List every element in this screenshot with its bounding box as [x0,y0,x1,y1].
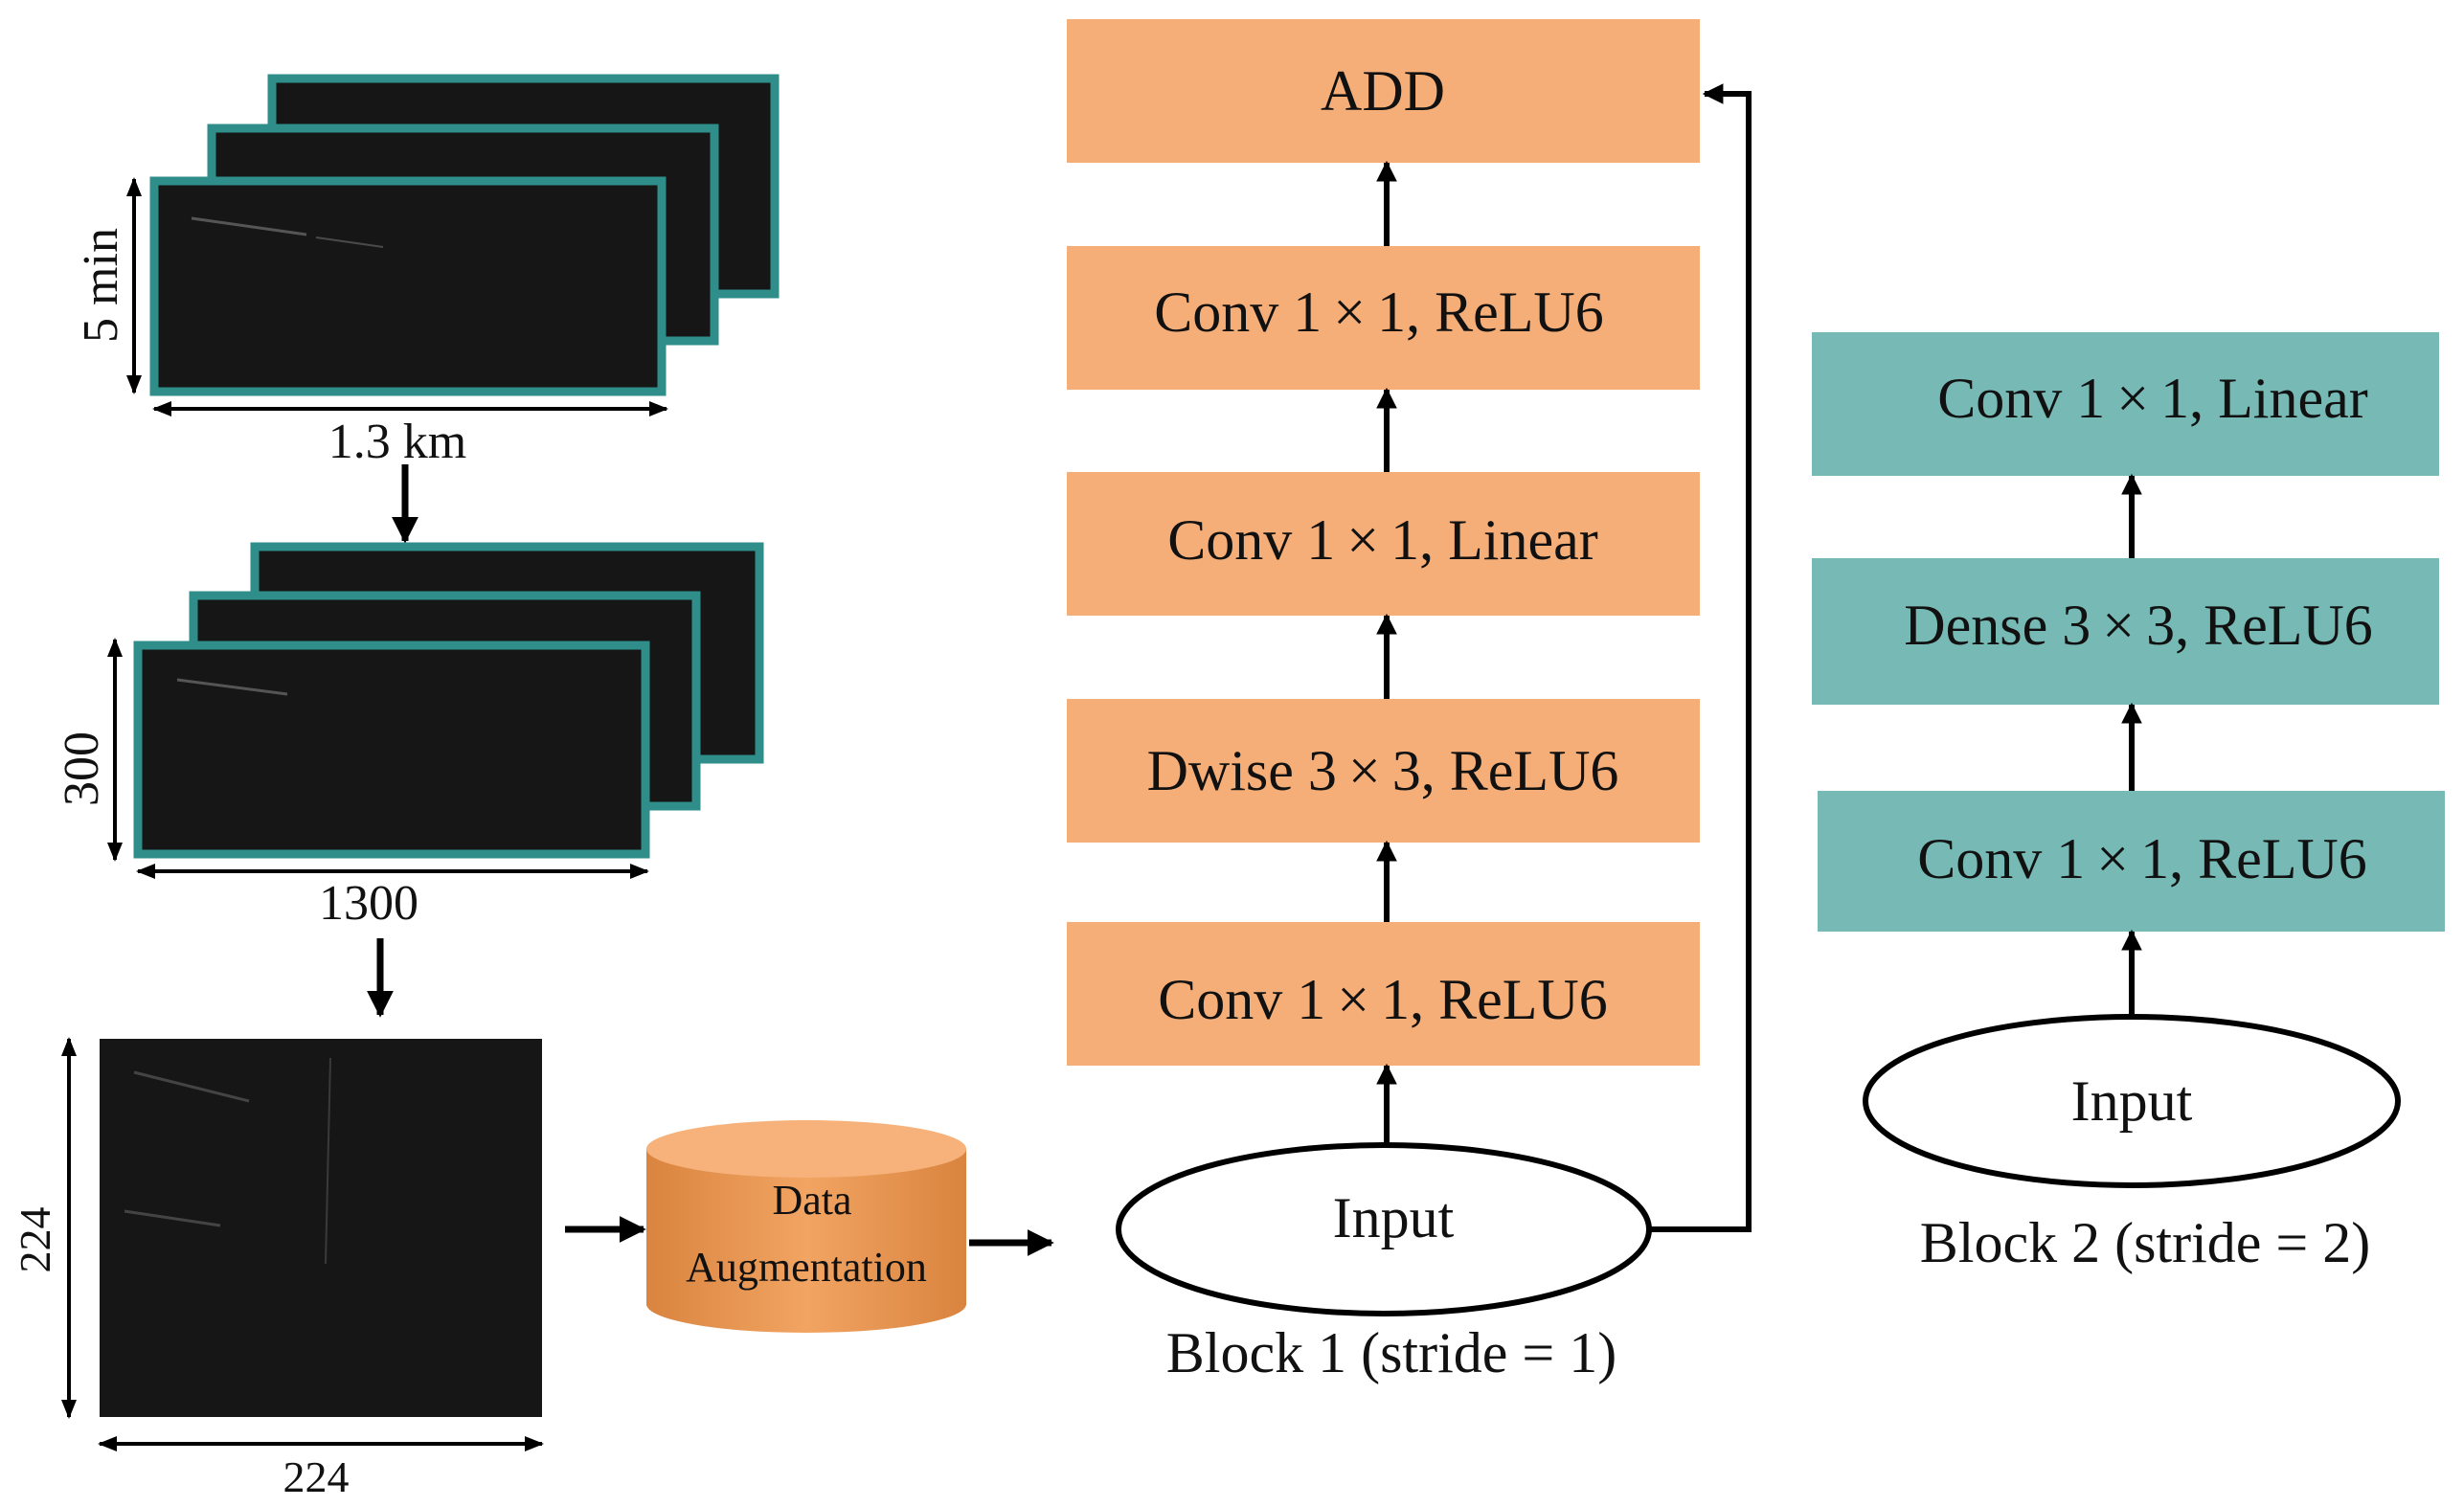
augmentation-label-line2: Augmentation [686,1244,927,1291]
stage2-frames [133,542,764,859]
stage1-width-label: 1.3 km [328,415,466,469]
block1-add-label: ADD [1321,59,1445,123]
block1-layer-3-label: Conv 1 × 1, Linear [1167,508,1597,572]
stage1-frames [149,74,780,396]
block2-caption: Block 2 (stride = 2) [1920,1211,2370,1274]
block1-input[interactable] [1116,1142,1652,1316]
stage3-image [100,1039,542,1417]
block2-layer-conv-linear [1812,332,2439,476]
block1-layer-conv-relu6-bottom [1067,922,1700,1066]
block2-layer-2-label: Dense 3 × 3, ReLU6 [1904,594,2372,657]
augmentation-cylinder [646,1120,966,1333]
block2-input-label: Input [2071,1069,2193,1133]
block1-skip-connection [1647,83,1752,1232]
block2: Conv 1 × 1, ReLU6 Dense 3 × 3, ReLU6 Con… [1812,332,2445,1274]
block1-layer-add [1067,19,1700,163]
block2-layer-conv-relu6 [1818,791,2445,932]
block2-layer-1-label: Conv 1 × 1, ReLU6 [1917,827,2367,890]
block1-layer-4-label: Conv 1 × 1, ReLU6 [1154,281,1604,344]
augmentation-label-line1: Data [772,1177,851,1224]
stage3-height-label: 224 [11,1207,59,1273]
block1-caption: Block 1 (stride = 1) [1166,1321,1616,1384]
block1-layer-1-label: Conv 1 × 1, ReLU6 [1158,968,1608,1031]
block1-layer-conv-relu6-top [1067,246,1700,390]
stage1-height-label: 5 min [74,228,128,343]
block2-input[interactable] [1863,1014,2401,1188]
stage2-width-label: 1300 [319,876,418,931]
block1: Conv 1 × 1, ReLU6 Dwise 3 × 3, ReLU6 Con… [1067,19,1752,1384]
block2-layer-3-label: Conv 1 × 1, Linear [1937,367,2367,430]
block1-layer-dwise [1067,699,1700,843]
stage3-width-label: 224 [283,1452,350,1501]
block1-input-label: Input [1333,1186,1455,1249]
block2-layer-dense [1812,558,2439,705]
block1-layer-2-label: Dwise 3 × 3, ReLU6 [1147,739,1619,802]
block1-layer-conv-linear [1067,472,1700,616]
stage2-height-label: 300 [55,731,109,806]
